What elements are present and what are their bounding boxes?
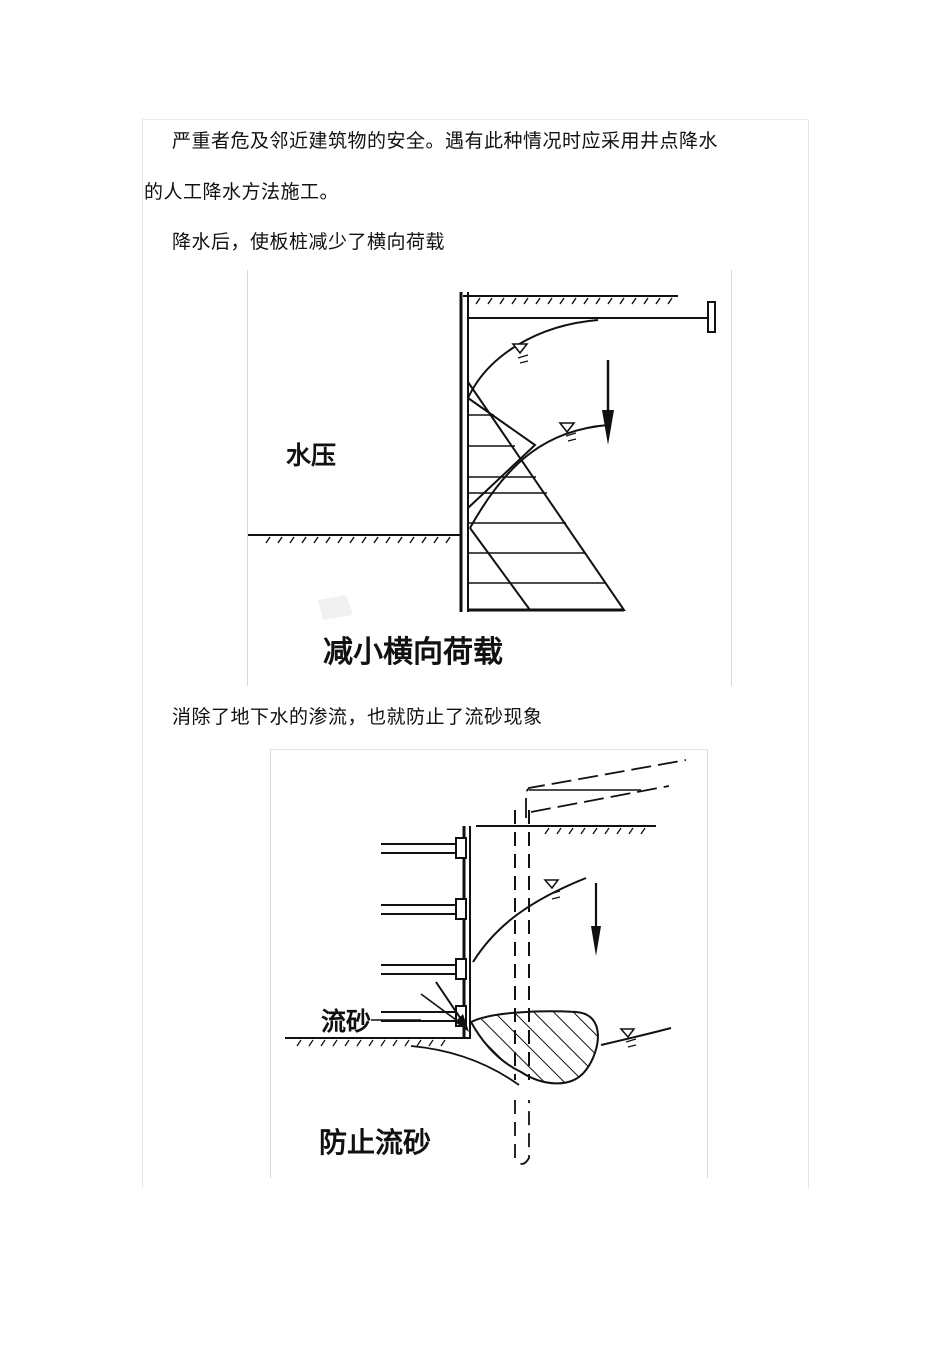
figure-reduce-lateral-load: 水压 减小横向荷载 [247,270,732,686]
paragraph-1: 严重者危及邻近建筑物的安全。遇有此种情况时应采用井点降水 [172,130,719,152]
page-frame [142,119,809,1188]
figure-prevent-quicksand: 流砂 防止流砂 [270,749,708,1178]
water-level-symbol-upper [543,879,561,900]
pressure-hatching [468,414,605,584]
paragraph-4: 消除了地下水的渗流，也就防止了流砂现象 [172,706,543,728]
water-level-symbol-upper [511,343,529,364]
ground-hatch-top [544,827,646,835]
struts [381,843,458,1022]
figure-2-caption: 防止流砂 [319,1126,431,1159]
water-level-symbol-lower [619,1028,637,1048]
drawdown-zone [469,1010,599,1085]
figure-1-caption: 减小横向荷载 [323,635,503,670]
ground-hatch-left [265,536,451,544]
ground-hatch-top [475,297,673,305]
figure-2-diagram: 流砂 防止流砂 [285,759,687,1165]
label-quicksand: 流砂 [321,1007,371,1036]
water-level-symbol-lower [558,422,577,442]
paragraph-2: 的人工降水方法施工。 [144,181,340,203]
label-water-pressure: 水压 [286,441,336,470]
paragraph-3: 降水后，使板桩减少了横向荷载 [172,231,446,253]
lowering-arrow [602,360,614,445]
figure-1-diagram: 水压 减小横向荷载 [248,292,716,670]
ground-hatch-bottom [296,1039,446,1047]
anchor-plate [707,301,716,333]
lowering-arrow [591,883,601,956]
quicksand-arrow [420,981,469,1032]
